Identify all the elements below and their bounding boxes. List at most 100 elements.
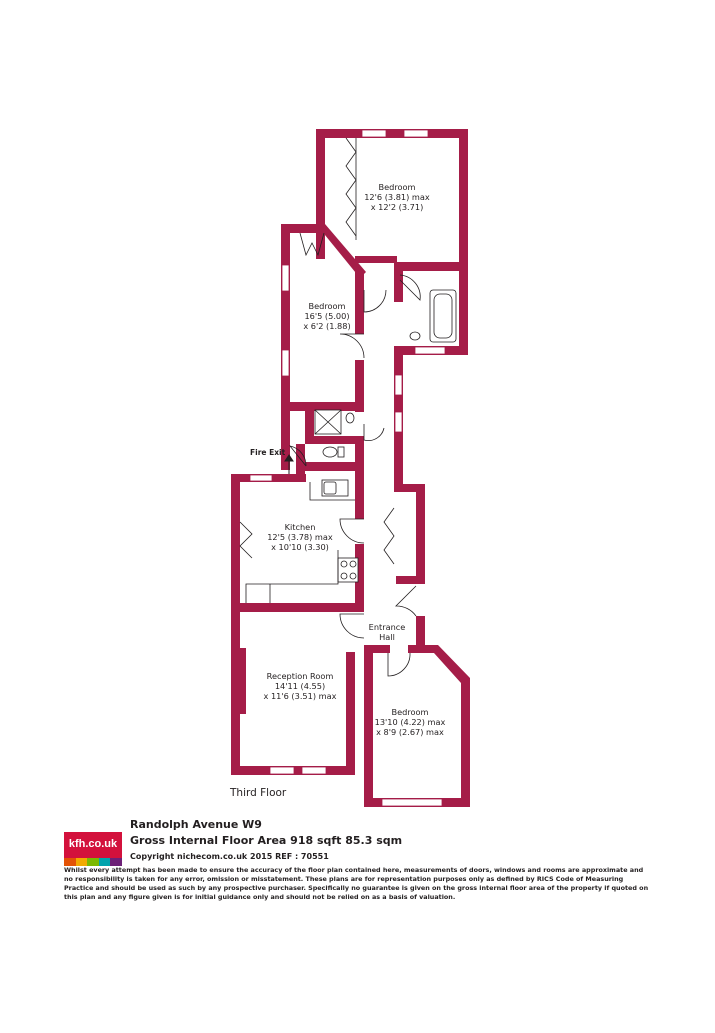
window [361,129,387,138]
kitchen-name: Kitchen [285,522,316,532]
worktops [245,482,355,603]
walls [231,129,470,807]
wall-segment [394,262,468,271]
wall-segment [396,576,425,584]
logo-bar [75,858,88,866]
wall-segment [394,484,424,492]
bath-inner [433,293,453,339]
floor-label: Third Floor [229,787,287,799]
door-swing [339,518,365,544]
window [414,346,446,355]
wall-segment [346,652,355,775]
wall-segment [364,645,390,653]
wall-segment [316,224,366,278]
hob-ring [349,572,357,580]
window [394,374,403,396]
wall-segment [408,645,470,683]
wall-segment [355,471,364,519]
wall-segment [281,224,290,470]
wall-segment [364,645,373,807]
wall-segment [281,402,364,411]
wall-segment [231,612,240,774]
bedroom3-name: Bedroom [391,707,428,717]
wall-segment [461,678,470,807]
bedroom2-dim1: 16'5 (5.00) [304,311,349,321]
floor-area: Gross Internal Floor Area 918 sqft 85.3 … [130,834,403,847]
entrance-name2: Hall [379,632,395,642]
fixtures [314,289,457,583]
wall-segment [355,272,364,334]
arrow-head [284,454,294,462]
logo-color-bars [64,858,122,866]
wall-segment [281,224,323,233]
bedroom1-dim2: x 12'2 (3.71) [371,202,424,212]
fire-exit-label: Fire Exit [250,448,286,457]
windows [249,129,446,807]
wall-segment [416,616,425,652]
window [403,129,429,138]
wall-segment [355,360,364,412]
bedroom3-dim2: x 8'9 (2.67) max [376,727,444,737]
wall-segment [305,462,364,471]
hob-ring [340,572,348,580]
kfh-logo: kfh.co.uk [64,832,122,868]
wall-segment [240,648,246,714]
reception-dim1: 14'11 (4.55) [275,681,325,691]
entrance-name: Entrance [369,622,406,632]
wardrobes [239,137,395,565]
wardrobe-doors [345,137,357,237]
basin [345,412,355,424]
window [269,766,295,775]
toilet [409,331,421,341]
door-swing [339,613,365,639]
bedroom2-name: Bedroom [308,301,345,311]
wall-segment [355,544,364,612]
doors [288,274,421,677]
room-labels: Bedroom 12'6 (3.81) max x 12'2 (3.71) Be… [264,182,446,737]
logo-bar [98,858,111,866]
disclaimer: Whilst every attempt has been made to en… [64,866,649,901]
logo-bar [87,858,99,866]
wardrobe-doors [239,521,253,559]
worktop [245,550,339,603]
fire-exit-arrow [284,454,294,474]
wall-segment [394,262,403,302]
wardrobe-doors [383,507,395,565]
bedroom3-dim1: 13'10 (4.22) max [375,717,446,727]
wall-segment [231,603,364,612]
bedroom1-dim1: 12'6 (3.81) max [364,192,430,202]
window [281,349,290,377]
door-swing [399,274,421,301]
window [381,798,443,807]
logo-background [64,832,122,858]
wall-segment [459,129,468,355]
shower-cross [314,409,342,435]
logo-text: kfh.co.uk [68,838,118,850]
bedroom1-name: Bedroom [378,182,415,192]
copyright: Copyright nichecom.co.uk 2015 REF : 7055… [130,852,329,861]
reception-dim2: x 11'6 (3.51) max [264,691,337,701]
wall-segment [316,129,468,138]
wall-segment [416,484,425,584]
reception-name: Reception Room [267,671,334,681]
window [394,411,403,433]
logo-bar [64,858,76,866]
door-swing [288,445,307,467]
wall-segment [231,474,240,614]
worktop [309,482,355,501]
door-swing [363,289,387,313]
hob-ring [349,560,357,568]
toilet [322,446,338,458]
logo-bar [110,858,122,866]
wardrobe-doors [299,232,325,257]
wall-segment [305,436,364,444]
window [281,264,290,292]
hob-ring [340,560,348,568]
wall-segment [305,402,314,444]
kitchen-dim2: x 10'10 (3.30) [271,542,329,552]
kitchen-dim1: 12'5 (3.78) max [267,532,333,542]
floor-plan: Bedroom 12'6 (3.81) max x 12'2 (3.71) Be… [229,129,470,807]
door-swing [387,652,411,677]
wall-segment [316,129,325,259]
cistern [337,446,345,458]
